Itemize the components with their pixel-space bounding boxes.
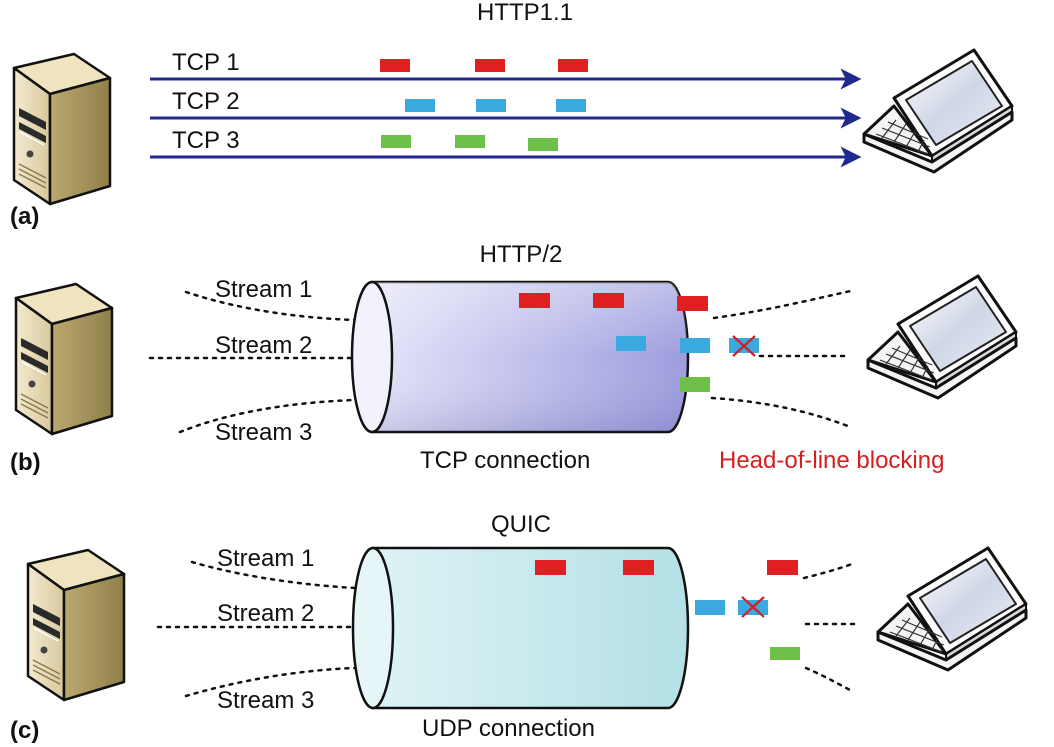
laptop-icon bbox=[866, 274, 1018, 400]
stream-1-path bbox=[184, 290, 357, 322]
stream-2-label: Stream 2 bbox=[217, 600, 314, 627]
laptop-icon bbox=[862, 48, 1014, 174]
green-packet bbox=[528, 138, 558, 151]
blue-packet bbox=[616, 336, 646, 351]
blue-packet bbox=[556, 99, 586, 112]
tcp-connection-label: TCP connection bbox=[420, 447, 590, 474]
head-of-line-blocking-label: Head-of-line blocking bbox=[719, 447, 944, 474]
stream-3-path bbox=[184, 666, 357, 698]
tcp-2-label: TCP 2 bbox=[172, 88, 240, 115]
stream-paths bbox=[148, 288, 857, 434]
red-packet bbox=[767, 560, 798, 575]
stream-3-path bbox=[178, 398, 357, 434]
green-packet bbox=[455, 135, 485, 148]
panel-a-label: (a) bbox=[10, 203, 39, 230]
lost-packet bbox=[738, 595, 768, 619]
lost-packet bbox=[729, 334, 759, 358]
red-packet bbox=[677, 296, 708, 311]
green-packet bbox=[381, 135, 411, 148]
red-packet bbox=[593, 293, 624, 308]
tcp-3-packets bbox=[381, 135, 558, 151]
tcp-2-packets bbox=[405, 99, 586, 112]
server-icon bbox=[26, 548, 126, 702]
panel-c-label: (c) bbox=[10, 717, 39, 744]
blue-packet bbox=[405, 99, 435, 112]
server-icon bbox=[12, 52, 112, 206]
panel-b-label: (b) bbox=[10, 449, 41, 476]
red-packet bbox=[519, 293, 550, 308]
server-icon bbox=[14, 282, 114, 436]
stream-3-exit-path bbox=[804, 666, 852, 692]
stream-1-path bbox=[190, 560, 357, 590]
tcp-1-packets bbox=[380, 59, 588, 72]
stream-1-label: Stream 1 bbox=[217, 545, 314, 572]
stream-1-exit-path bbox=[712, 288, 857, 320]
panel-c: QUIC Stream 1 Stream 2 Stream 3 UDP conn… bbox=[10, 511, 1028, 744]
tcp-connection-lines bbox=[150, 68, 862, 168]
stream-paths bbox=[156, 560, 857, 698]
panel-b: HTTP/2 Stream 1 Stream 2 Stream 3 bbox=[10, 241, 1018, 476]
red-packet bbox=[380, 59, 410, 72]
blue-packet bbox=[680, 338, 710, 353]
red-packet bbox=[475, 59, 505, 72]
stream-3-label: Stream 3 bbox=[217, 687, 314, 714]
stream-1-label: Stream 1 bbox=[215, 276, 312, 303]
udp-connection-pipe bbox=[351, 546, 690, 710]
tcp-1-label: TCP 1 bbox=[172, 49, 240, 76]
udp-connection-label: UDP connection bbox=[422, 715, 595, 742]
blue-packet bbox=[476, 99, 506, 112]
blue-packet bbox=[695, 600, 725, 615]
stream-3-label: Stream 3 bbox=[215, 419, 312, 446]
panel-a-title: HTTP1.1 bbox=[477, 0, 573, 26]
panel-a: HTTP1.1 TCP 1 TCP 2 TCP 3 (a) bbox=[10, 0, 1014, 230]
tcp-connection-pipe bbox=[350, 280, 690, 434]
stream-2-label: Stream 2 bbox=[215, 332, 312, 359]
green-packet bbox=[770, 647, 800, 660]
green-packet bbox=[680, 377, 710, 392]
panel-c-title: QUIC bbox=[491, 511, 551, 538]
red-packet bbox=[623, 560, 654, 575]
red-packet bbox=[558, 59, 588, 72]
panel-b-title: HTTP/2 bbox=[480, 241, 563, 268]
red-packet bbox=[535, 560, 566, 575]
stream-1-exit-path bbox=[802, 562, 854, 580]
stream-3-exit-path bbox=[710, 396, 850, 428]
tcp-3-label: TCP 3 bbox=[172, 127, 240, 154]
laptop-icon bbox=[876, 546, 1028, 672]
